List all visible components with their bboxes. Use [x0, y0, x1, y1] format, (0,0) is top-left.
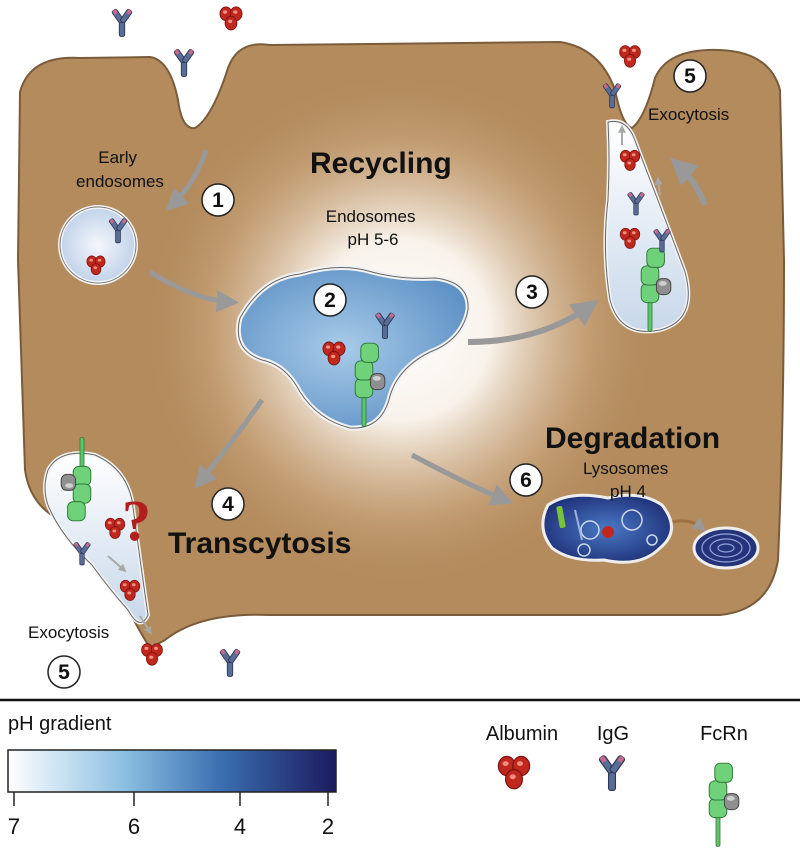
svg-text:5: 5: [58, 661, 70, 684]
transcytosis-title: Transcytosis: [168, 527, 351, 560]
arrow-transcytosis: [194, 398, 265, 489]
endosomes-label: Endosomes pH 5-6: [326, 207, 421, 249]
step-4: 4: [211, 487, 245, 521]
igg-released-left: [219, 648, 241, 677]
legend-albumin-icon: [497, 755, 531, 790]
ph-gradient-ticks: [13, 792, 329, 806]
legend-fcrn-icon: [708, 762, 740, 847]
step-5-right: 5: [673, 59, 707, 93]
albumin-free-top: [219, 6, 243, 31]
recycling-title: Recycling: [310, 147, 452, 180]
svg-text:4: 4: [222, 493, 234, 516]
legend-fcrn-label: FcRn: [700, 723, 748, 745]
arrow-degradation: [410, 452, 514, 506]
arrow-lysosome-fusion: [671, 517, 707, 532]
albumin-released-left: [141, 643, 163, 666]
step-1: 1: [201, 183, 235, 217]
svg-text:5: 5: [684, 65, 696, 88]
arrow-recycling: [467, 299, 599, 345]
step-5-left: 5: [47, 655, 81, 689]
svg-text:1: 1: [212, 189, 224, 212]
legend-albumin-label: Albumin: [486, 723, 558, 745]
ph-tick-6: 6: [128, 814, 140, 839]
svg-text:3: 3: [526, 281, 538, 304]
arrow-exocytosis-right: [669, 157, 708, 207]
arrow-to-endosome: [148, 269, 239, 313]
igg-free-top: [173, 48, 195, 77]
lysosomes-label: Lysosomes pH 4: [583, 459, 673, 501]
legend-igg-label: IgG: [597, 723, 629, 745]
early-endosomes-label: Early endosomes: [76, 148, 164, 191]
ph-tick-7: 7: [8, 814, 20, 839]
svg-text:2: 2: [324, 289, 336, 312]
arrow-entry: [165, 149, 209, 212]
step-3: 3: [515, 275, 549, 309]
ph-gradient-title: pH gradient: [8, 713, 112, 735]
degradation-title: Degradation: [545, 422, 720, 455]
svg-text:6: 6: [520, 469, 532, 492]
ph-tick-2: 2: [322, 814, 334, 839]
ph-tick-4: 4: [234, 814, 246, 839]
step-2: 2: [313, 283, 347, 317]
ph-gradient-bar: [7, 749, 337, 793]
exocytosis-label-left: Exocytosis: [28, 623, 109, 642]
igg-free-top-left: [111, 8, 133, 37]
question-mark: ?: [122, 488, 151, 553]
albumin-released-right: [619, 45, 641, 68]
legend-igg-icon: [598, 754, 626, 791]
step-6: 6: [509, 463, 543, 497]
exocytosis-label-right: Exocytosis: [648, 105, 729, 124]
